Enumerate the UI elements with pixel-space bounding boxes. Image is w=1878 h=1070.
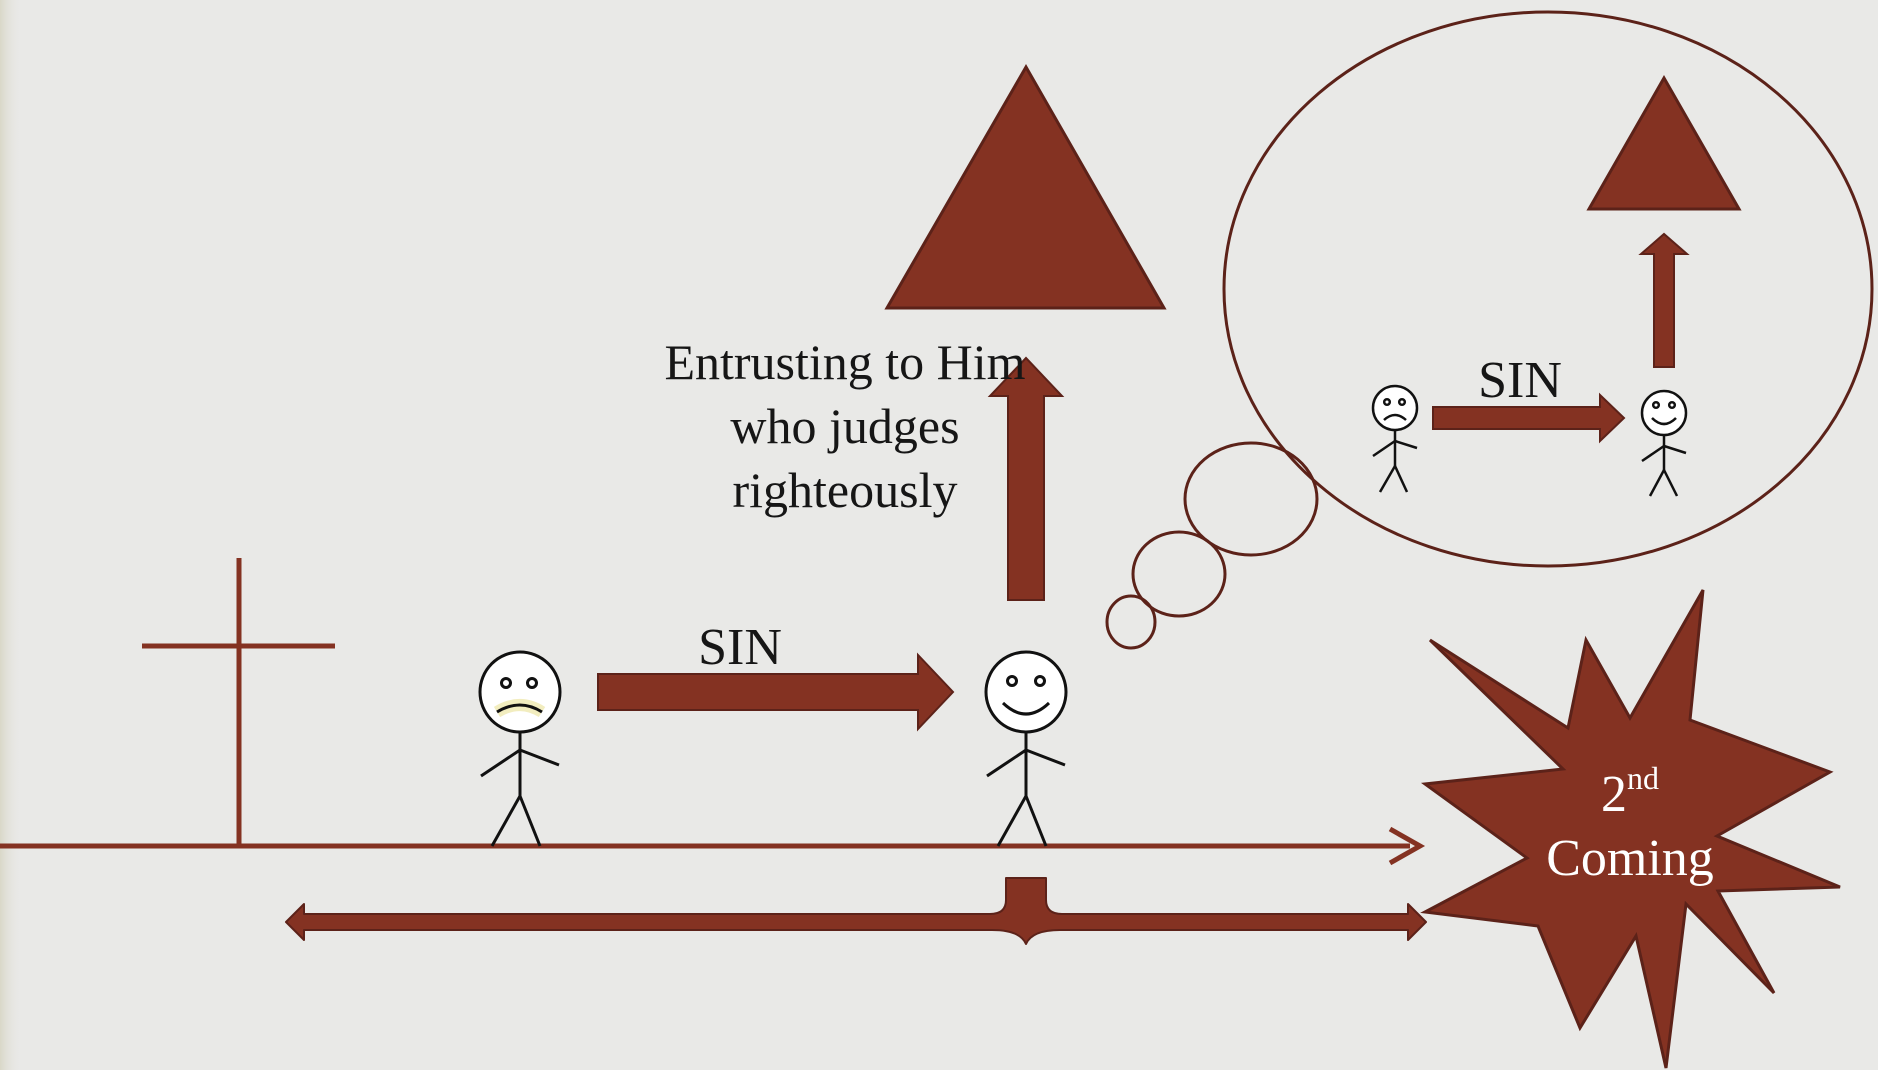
starburst-icon (1420, 589, 1841, 1069)
second-suffix: nd (1627, 760, 1659, 796)
sin-label: SIN (698, 619, 782, 676)
sad-stick-figure-icon (478, 650, 562, 847)
small-happy-stick-figure-icon (1640, 389, 1688, 497)
up-arrow (987, 356, 1065, 601)
happy-stick-figure-icon (984, 650, 1068, 847)
entrusting-text: Entrusting to Him who judges righteously (664, 334, 1026, 518)
left-edge-shade (0, 0, 22, 1070)
cross-icon (142, 558, 335, 846)
thought-bubble-icon (1105, 10, 1874, 650)
small-triangle-icon (1586, 74, 1742, 211)
sin-thought-label: SIN (1478, 352, 1562, 409)
small-sin-arrow (1432, 392, 1626, 444)
triangle-icon (884, 63, 1167, 310)
small-sad-stick-figure-icon (1371, 384, 1419, 493)
small-up-arrow (1638, 232, 1690, 368)
bracket-double-arrow (285, 877, 1427, 945)
sin-arrow (597, 652, 955, 732)
second-number: 2 (1601, 766, 1627, 823)
second-ordinal: 2nd (1500, 746, 1760, 827)
coming-word: Coming (1546, 830, 1714, 887)
timeline-arrowhead (1388, 826, 1426, 866)
second-coming-label: 2nd Coming (1500, 746, 1760, 891)
